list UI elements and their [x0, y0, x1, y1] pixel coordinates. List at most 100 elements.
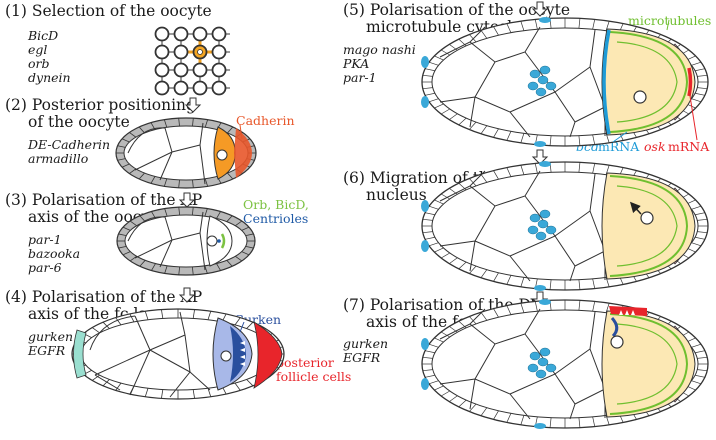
oocyte-nucleus [610, 335, 624, 349]
step-arrow-icon [531, 1, 549, 17]
follicle-cell-boundary [92, 374, 100, 381]
step-arrow-icon [184, 97, 202, 113]
cyst-cell [173, 80, 189, 96]
nurse-cell-boundary [159, 151, 173, 181]
follicle-cell-boundary [161, 389, 164, 399]
follicle-cell-boundary [520, 165, 525, 175]
follicle-cell-boundary [549, 279, 552, 290]
nurse-nucleus [535, 369, 547, 379]
follicle-cell-boundary [216, 211, 221, 219]
panel-2-title-line: (2) Posterior positioning [5, 96, 196, 114]
follicle-cell-boundary [695, 212, 705, 216]
follicle-cell-boundary [122, 251, 131, 256]
nurse-cell-boundary [199, 122, 204, 146]
follicle-cell-boundary [691, 98, 702, 103]
oocyte-nucleus [206, 235, 218, 247]
nurse-nucleus [527, 225, 539, 235]
nurse-nucleus [537, 357, 549, 367]
nurse-nucleus [545, 225, 557, 235]
border-cell [539, 161, 551, 167]
posterior-label-line2: follicle cells [276, 369, 352, 384]
follicle-cell-boundary [434, 55, 444, 61]
cyst-cell [154, 44, 170, 60]
gurken-pointer [239, 321, 245, 333]
follicle-cell-boundary [520, 133, 525, 143]
signal-arrow-icon [240, 355, 245, 359]
follicle-cell-boundary [139, 215, 146, 222]
panel-5-title-line: (5) Polarisation of the oocyte [343, 1, 571, 19]
follicle-cell-boundary [191, 266, 194, 275]
nurse-cell-boundary [509, 91, 576, 138]
microtubule-array [616, 323, 678, 405]
follicle-cell-boundary [150, 176, 156, 184]
follicle-cell-boundary [235, 220, 243, 227]
gene-label: EGFR [343, 350, 381, 365]
oocyte [601, 310, 696, 418]
follicle-cell-boundary [440, 252, 450, 259]
posterior-label-line1: posterior [276, 355, 334, 370]
microtubule-array [609, 31, 689, 133]
follicle-cell-boundary [697, 218, 708, 221]
gene-label: bazooka [28, 246, 81, 261]
oocyte-nucleus [640, 211, 654, 225]
gene-label: gurken [28, 329, 74, 344]
follicle-cell-boundary [534, 19, 538, 30]
gurken-signal [230, 326, 246, 382]
cadherin-label: Cadherin [236, 113, 295, 128]
follicle-cell-boundary [578, 18, 581, 29]
follicle-cell-boundary [102, 379, 110, 387]
follicle-cell-boundary [697, 74, 708, 77]
follicle-cell-boundary [578, 300, 581, 311]
gene-label: EGFR [28, 343, 66, 358]
posterior-follicle-cells [253, 321, 283, 389]
follicle-cell-boundary [592, 278, 596, 289]
oocyte [601, 172, 696, 280]
step-arrow-icon [178, 287, 196, 303]
anterior-follicle-cells [73, 329, 87, 379]
follicle-cell-boundary [469, 178, 477, 187]
follicle-cell-boundary [493, 170, 499, 180]
follicle-cell-boundary [592, 134, 596, 145]
follicle-cell-boundary [695, 236, 705, 240]
follicle-cell-boundary [449, 257, 458, 264]
follicle-cell-boundary [458, 399, 467, 408]
follicle-cell-boundary [458, 261, 467, 270]
follicle-cell-boundary [469, 403, 477, 412]
follicle-cell-boundary [440, 390, 450, 397]
border-cell [539, 17, 551, 23]
gene-label: par-6 [28, 260, 62, 275]
signal-arrow-icon [240, 348, 245, 352]
follicle-cell-boundary [458, 117, 467, 126]
nurse-cell-boundary [199, 144, 206, 185]
nurse-cell-boundary [509, 373, 576, 420]
centrioles-label: Centrioles [243, 211, 309, 226]
follicle-cell-boundary [480, 125, 488, 134]
cyst-cell [173, 44, 189, 60]
centriole [217, 239, 221, 243]
follicle-cell-boundary [227, 172, 234, 180]
follicle-cell-boundary [121, 138, 130, 143]
follicle-cell-boundary [422, 87, 433, 90]
egg-chamber-4 [71, 308, 285, 400]
follicle-cell-boundary [578, 417, 581, 428]
egg-chamber-6 [421, 161, 709, 291]
gene-label: BicD [28, 28, 59, 43]
microtubule-array [616, 41, 678, 123]
follicle-cell-boundary [480, 269, 488, 278]
follicle-cell-boundary [434, 247, 444, 253]
follicle-cell-boundary [117, 158, 126, 161]
follicle-cell-boundary [204, 265, 208, 274]
nurse-nucleus [545, 81, 557, 91]
follicle-cell-boundary [520, 21, 525, 31]
follicle-cell-boundary [422, 369, 433, 372]
gene-label: armadillo [28, 151, 89, 166]
follicle-cell-boundary [480, 407, 488, 416]
follicle-cell-boundary [163, 119, 168, 128]
follicle-cell-boundary [520, 303, 525, 313]
cyst-cell [173, 62, 189, 78]
cyst-cell [211, 80, 227, 96]
germline-cyst [154, 26, 230, 96]
follicle-cell-boundary [425, 92, 435, 96]
follicle-cell-boundary [204, 178, 209, 187]
follicle-cell-boundary [425, 374, 435, 378]
